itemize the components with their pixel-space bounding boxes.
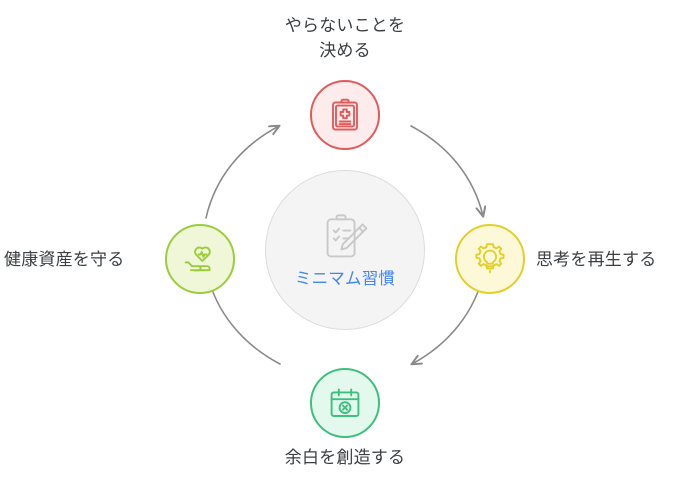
center-hub[interactable]: ミニマム習慣 (265, 170, 425, 330)
node-bottom-label: 余白を創造する (284, 448, 406, 467)
node-right-label: 思考を再生する (536, 250, 657, 269)
medical-clipboard-icon (332, 98, 358, 131)
arrow-top-to-right (410, 125, 483, 216)
clipboard-pencil-icon (326, 214, 368, 258)
calendar-cancel-icon (330, 388, 360, 417)
gear-lightbulb-icon (475, 243, 505, 274)
node-left[interactable] (165, 224, 235, 294)
node-right[interactable] (455, 224, 525, 294)
node-top[interactable] (310, 80, 380, 150)
arrow-left-to-top (205, 126, 279, 219)
hand-heart-pulse-icon (184, 246, 211, 272)
center-label: ミニマム習慣 (294, 269, 396, 288)
node-bottom[interactable] (310, 368, 380, 438)
node-left-label: 健康資産を守る (4, 250, 125, 269)
node-top-label: やらないことを 決める (284, 16, 406, 60)
